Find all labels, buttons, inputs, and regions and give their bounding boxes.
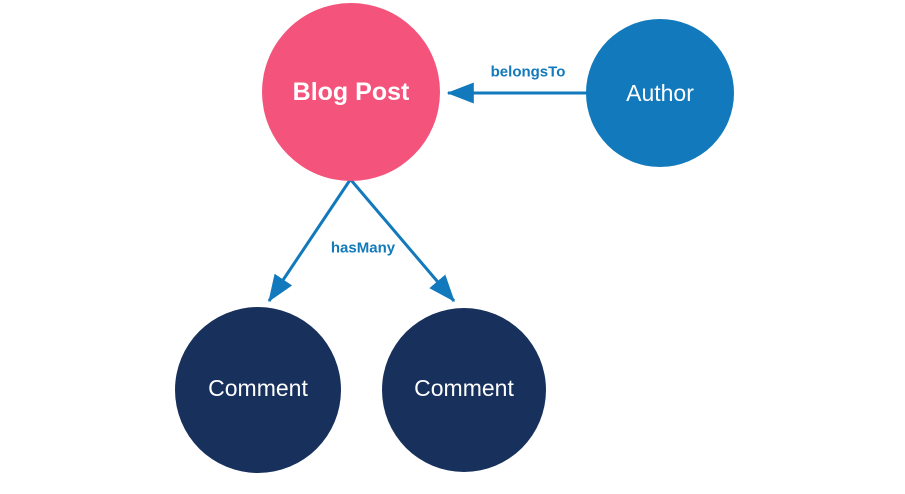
node-comment-left[interactable]: Comment <box>175 307 341 473</box>
edge-label-belongs-to: belongsTo <box>491 64 566 81</box>
node-author-label: Author <box>626 80 694 106</box>
edge-has-many-right-line <box>349 179 456 302</box>
node-comment-left-label: Comment <box>208 375 308 401</box>
node-blog-post-label: Blog Post <box>293 78 410 106</box>
node-comment-right-label: Comment <box>414 375 514 401</box>
node-comment-right-circle <box>382 308 546 472</box>
node-author[interactable]: Author <box>586 19 734 167</box>
node-comment-right[interactable]: Comment <box>382 308 546 472</box>
edge-has-many-left-line <box>267 179 352 302</box>
edge-has-many-right[interactable] <box>349 179 456 302</box>
node-comment-left-circle <box>175 307 341 473</box>
edge-belongs-to[interactable]: belongsTo <box>446 64 590 104</box>
node-blog-post-circle <box>262 3 440 181</box>
node-blog-post[interactable]: Blog Post <box>262 3 440 181</box>
edge-label-has-many: hasMany <box>331 240 396 257</box>
node-author-circle <box>586 19 734 167</box>
edge-has-many-left[interactable]: hasMany <box>267 179 396 302</box>
